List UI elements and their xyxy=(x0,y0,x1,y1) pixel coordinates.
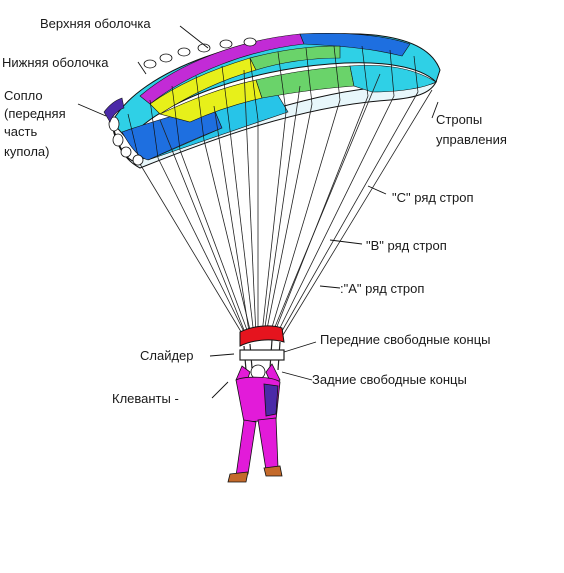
risers xyxy=(239,339,285,371)
label-front-risers: Передние свободные концы xyxy=(320,332,490,347)
pilot-leg-left xyxy=(235,419,257,477)
canopy-panel-cyan-right xyxy=(349,65,437,93)
label-row-b: "B" ряд строп xyxy=(366,238,447,253)
pilot-leg-right xyxy=(257,417,279,471)
pilot xyxy=(227,363,283,483)
labels: Верхняя оболочка Нижняя оболочка Сопло (… xyxy=(2,16,507,406)
canopy-nozzle xyxy=(108,37,257,166)
slider xyxy=(239,325,285,347)
canopy xyxy=(103,33,441,169)
label-nozzle-line2: (передняя xyxy=(4,106,66,121)
pilot-harness xyxy=(263,383,279,417)
label-nozzle-line3: часть xyxy=(4,124,37,139)
label-control-lines-line1: Стропы xyxy=(436,112,482,127)
suspension-lines xyxy=(139,69,433,341)
pilot-boot-right xyxy=(263,465,283,477)
label-control-lines-line2: управления xyxy=(436,132,507,147)
label-row-a: :"A" ряд строп xyxy=(340,281,424,296)
label-nozzle-line1: Сопло xyxy=(4,88,43,103)
label-lower-surface: Нижняя оболочка xyxy=(2,55,109,70)
leader-lines xyxy=(77,25,439,399)
label-toggles: Клеванты - xyxy=(112,391,179,406)
label-nozzle-line4: купола) xyxy=(4,144,49,159)
label-rear-risers: Задние свободные концы xyxy=(312,372,467,387)
label-slider: Слайдер xyxy=(140,348,194,363)
canopy-top-stripe-blue xyxy=(299,33,411,57)
canopy-top-stripe-green xyxy=(249,45,341,71)
pilot-boot-left xyxy=(227,471,249,483)
label-upper-surface: Верхняя оболочка xyxy=(40,16,151,31)
label-row-c: "C" ряд строп xyxy=(392,190,474,205)
canopy-leading-edge-blue xyxy=(103,97,125,123)
